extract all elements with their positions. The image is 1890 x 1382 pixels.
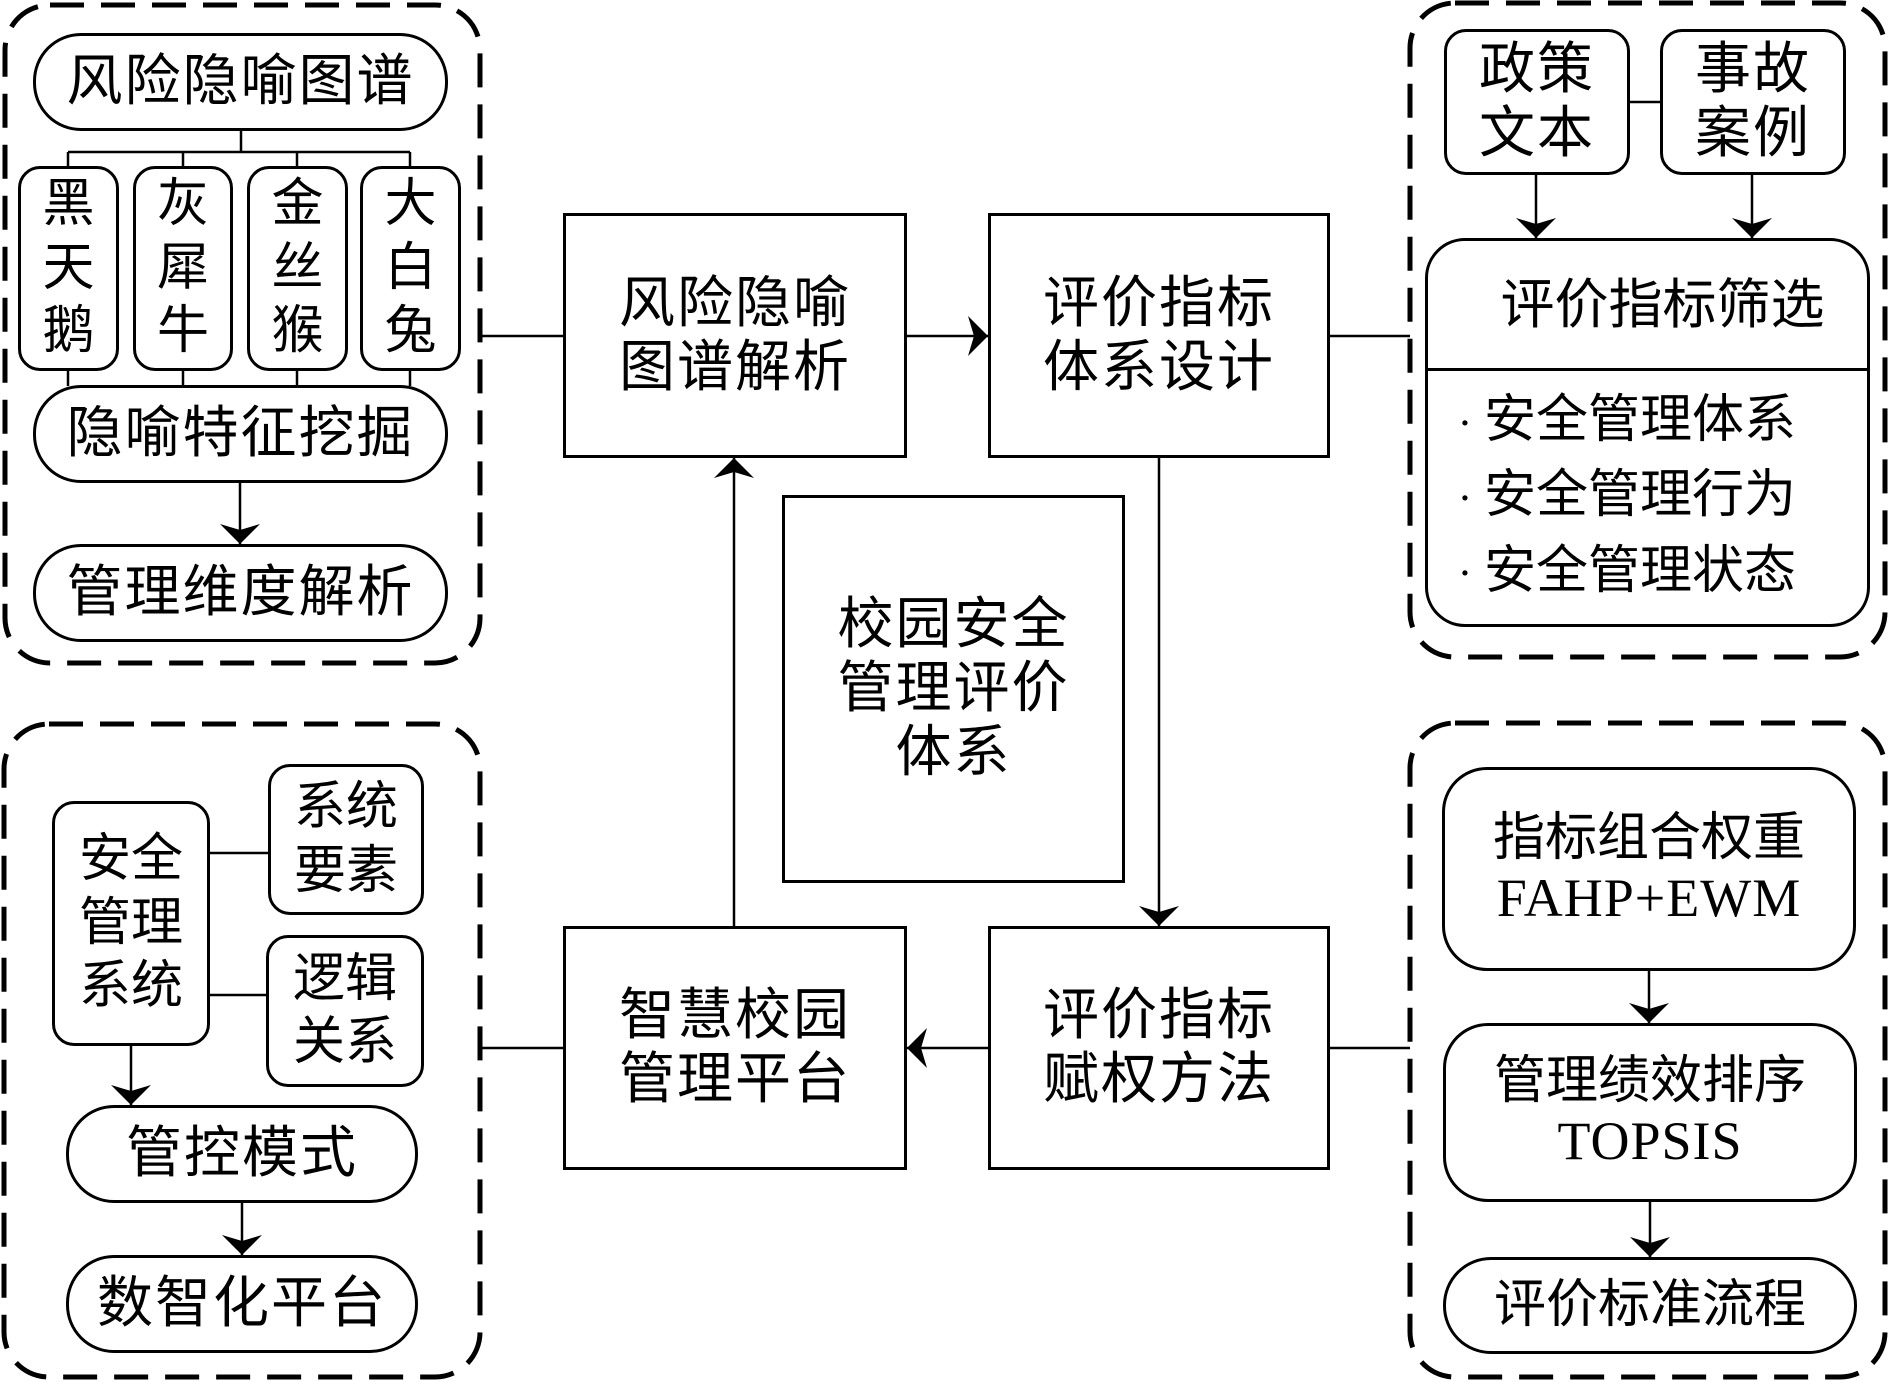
metaphor-golden-monkey-node: 金 丝 猴 (247, 166, 348, 371)
node-char: 金 (271, 174, 324, 235)
node-label-line: 政策 (1479, 37, 1595, 103)
node-label-line: 系统 (78, 956, 183, 1017)
node-label-line: 赋权方法 (1043, 1047, 1275, 1112)
node-label: 评价标准流程 (1493, 1274, 1806, 1335)
node-char: 犀 (156, 237, 209, 298)
screening-item: · 安全管理状态 (1446, 534, 1867, 609)
bullet-dot-icon: · (1458, 475, 1472, 522)
policy-text-node: 政策 文本 (1444, 29, 1630, 175)
node-label-line: 智慧校园 (619, 983, 851, 1049)
screening-item: · 安全管理体系 (1446, 383, 1867, 458)
indicator-weighting-method-node: 评价指标 赋权方法 (988, 926, 1330, 1170)
bullet-dot-icon: · (1458, 400, 1472, 447)
node-label-line: 评价指标 (1043, 270, 1275, 336)
node-label-line: 安全 (78, 829, 183, 890)
node-label-line: 管理评价 (837, 656, 1070, 722)
group-frame-top-left (2, 2, 483, 666)
accident-cases-node: 事故 案例 (1660, 29, 1846, 175)
node-char: 灰 (156, 174, 209, 235)
screening-item-text: 安全管理状态 (1484, 540, 1797, 601)
metaphor-gray-rhino-node: 灰 犀 牛 (133, 166, 233, 371)
system-elements-node: 系统 要素 (268, 764, 424, 915)
metaphor-white-rabbit-node: 大 白 兔 (360, 166, 461, 371)
logical-relations-node: 逻辑 关系 (266, 935, 424, 1087)
node-char: 兔 (384, 301, 437, 362)
indicator-screening-node: 评价指标筛选 · 安全管理体系 · 安全管理行为 · 安全管理状态 (1425, 238, 1870, 627)
node-label-line: 管理绩效排序 (1493, 1051, 1806, 1112)
node-label-line: 图谱解析 (619, 334, 851, 400)
node-label-line: 要素 (293, 840, 398, 901)
node-label-line: 事故 (1695, 37, 1811, 103)
screening-title: 评价指标筛选 (1428, 241, 1867, 371)
node-char: 天 (42, 237, 95, 298)
screening-item-text: 安全管理体系 (1484, 390, 1797, 450)
node-label: 管理维度解析 (66, 560, 415, 626)
method-label: TOPSIS (1557, 1111, 1743, 1172)
metaphor-black-swan-node: 黑 天 鹅 (18, 166, 119, 371)
screening-item: · 安全管理行为 (1446, 458, 1867, 533)
metaphor-map-analysis-node: 风险隐喻 图谱解析 (563, 213, 907, 458)
node-char: 白 (384, 237, 437, 298)
node-label-line: 案例 (1695, 101, 1811, 166)
metaphor-feature-mining-node: 隐喻特征挖掘 (33, 385, 448, 483)
indicator-system-design-node: 评价指标 体系设计 (988, 213, 1330, 458)
node-label-line: 体系 (895, 719, 1012, 785)
screening-item-text: 安全管理行为 (1484, 465, 1797, 526)
screening-title-text: 评价指标筛选 (1500, 272, 1825, 336)
node-char: 牛 (156, 301, 209, 362)
node-label: 数智化平台 (97, 1271, 387, 1337)
campus-safety-evaluation-system-node: 校园安全 管理评价 体系 (782, 495, 1125, 883)
node-char: 大 (384, 174, 437, 235)
node-label-line: 系统 (293, 777, 398, 838)
node-label-line: 文本 (1479, 101, 1595, 166)
combined-weight-node: 指标组合权重 FAHP+EWM (1442, 767, 1856, 971)
node-label-line: 评价指标 (1043, 983, 1275, 1049)
method-label: FAHP+EWM (1496, 867, 1802, 928)
bullet-dot-icon: · (1458, 551, 1472, 598)
risk-metaphor-map-node: 风险隐喻图谱 (33, 33, 448, 131)
node-label: 隐喻特征挖掘 (66, 401, 415, 467)
evaluation-standard-flow-node: 评价标准流程 (1443, 1257, 1857, 1354)
group-frame-bottom-left (1, 721, 483, 1380)
node-label-line: 关系 (292, 1012, 397, 1072)
group-frame-top-right (1407, 0, 1888, 660)
node-label-line: 管理 (78, 892, 183, 953)
control-mode-node: 管控模式 (66, 1105, 418, 1203)
node-char: 鹅 (42, 301, 95, 362)
smart-campus-platform-node: 智慧校园 管理平台 (563, 926, 907, 1170)
node-label: 风险隐喻图谱 (66, 49, 415, 115)
group-frame-bottom-right (1407, 720, 1888, 1380)
node-label-line: 校园安全 (837, 592, 1070, 658)
node-label-line: 风险隐喻 (619, 270, 851, 336)
node-char: 丝 (271, 237, 324, 298)
digital-intelligence-platform-node: 数智化平台 (66, 1255, 418, 1353)
management-dimension-analysis-node: 管理维度解析 (33, 544, 448, 642)
node-label-line: 指标组合权重 (1492, 807, 1805, 868)
node-label: 管控模式 (126, 1121, 358, 1187)
node-char: 猴 (271, 301, 324, 362)
screening-item-list: · 安全管理体系 · 安全管理行为 · 安全管理状态 (1428, 371, 1867, 624)
node-label-line: 逻辑 (292, 948, 397, 1009)
node-char: 黑 (42, 174, 95, 235)
performance-ranking-node: 管理绩效排序 TOPSIS (1443, 1023, 1857, 1202)
node-label-line: 体系设计 (1043, 334, 1275, 400)
node-label-line: 管理平台 (619, 1047, 851, 1112)
safety-management-system-node: 安全 管理 系统 (52, 801, 210, 1046)
